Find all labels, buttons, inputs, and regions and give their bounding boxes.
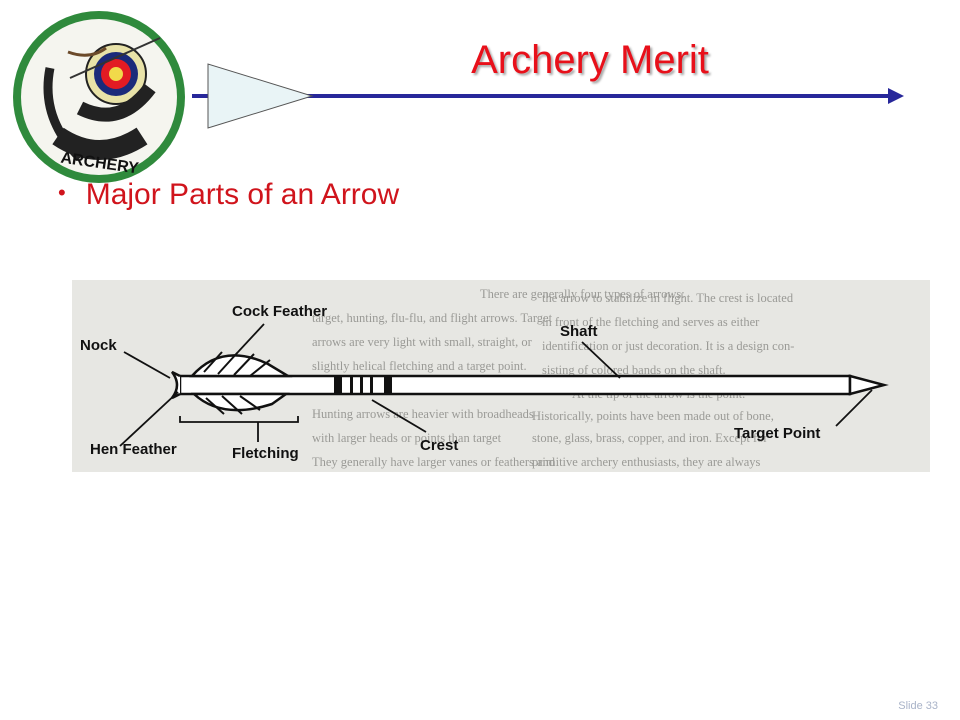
svg-text:with larger heads or points th: with larger heads or points than target [312, 431, 502, 445]
svg-text:arrows are very light with sma: arrows are very light with small, straig… [312, 335, 533, 349]
callout-lines [119, 323, 873, 447]
svg-text:in front of the fletching and: in front of the fletching and serves as … [542, 315, 760, 329]
svg-text:primitive archery enthusiasts,: primitive archery enthusiasts, they are … [532, 455, 761, 469]
svg-text:Historically, points have been: Historically, points have been made out … [532, 409, 774, 423]
label-fletching: Fletching [232, 445, 299, 462]
bullet-marker: • [58, 180, 66, 205]
label-cock-feather: Cock Feather [232, 303, 327, 320]
label-nock: Nock [80, 337, 117, 354]
label-crest: Crest [420, 437, 458, 454]
crest-band [334, 376, 342, 394]
svg-text:There are generally four types: There are generally four types of arrows… [480, 287, 685, 301]
bullet-item: • Major Parts of an Arrow [58, 178, 399, 212]
slide-title: Archery Merit [471, 38, 709, 82]
svg-text:target, hunting, flu-flu, and: target, hunting, flu-flu, and flight arr… [312, 311, 553, 325]
target-point-tip [848, 374, 889, 396]
label-hen-feather: Hen Feather [90, 441, 177, 458]
arrow-drawing [170, 351, 889, 415]
svg-text:stone, glass, brass, copper, a: stone, glass, brass, copper, and iron. E… [532, 431, 768, 445]
svg-text:the arrow to stabilize in flig: the arrow to stabilize in flight. The cr… [542, 291, 794, 305]
label-shaft: Shaft [560, 323, 598, 340]
svg-text:identification or just decorat: identification or just decoration. It is… [542, 339, 794, 353]
svg-text:sisting of colored bands on th: sisting of colored bands on the shaft. [542, 363, 726, 377]
svg-text:They generally have larger van: They generally have larger vanes or feat… [312, 455, 556, 469]
hen-feather-shape [190, 392, 290, 412]
svg-text:slightly helical fletching and: slightly helical fletching and a target … [312, 359, 527, 373]
arrow-parts-diagram: There are generally four types of arrows… [72, 280, 930, 472]
bullet-text: Major Parts of an Arrow [85, 178, 400, 211]
label-target-point: Target Point [734, 425, 820, 442]
archery-merit-badge: ARCHERY [13, 11, 185, 183]
title-arrow-rule [192, 63, 904, 129]
svg-text:Hunting arrows are heavier wit: Hunting arrows are heavier with broadhea… [312, 407, 534, 421]
slide-number: Slide 33 [898, 700, 938, 712]
